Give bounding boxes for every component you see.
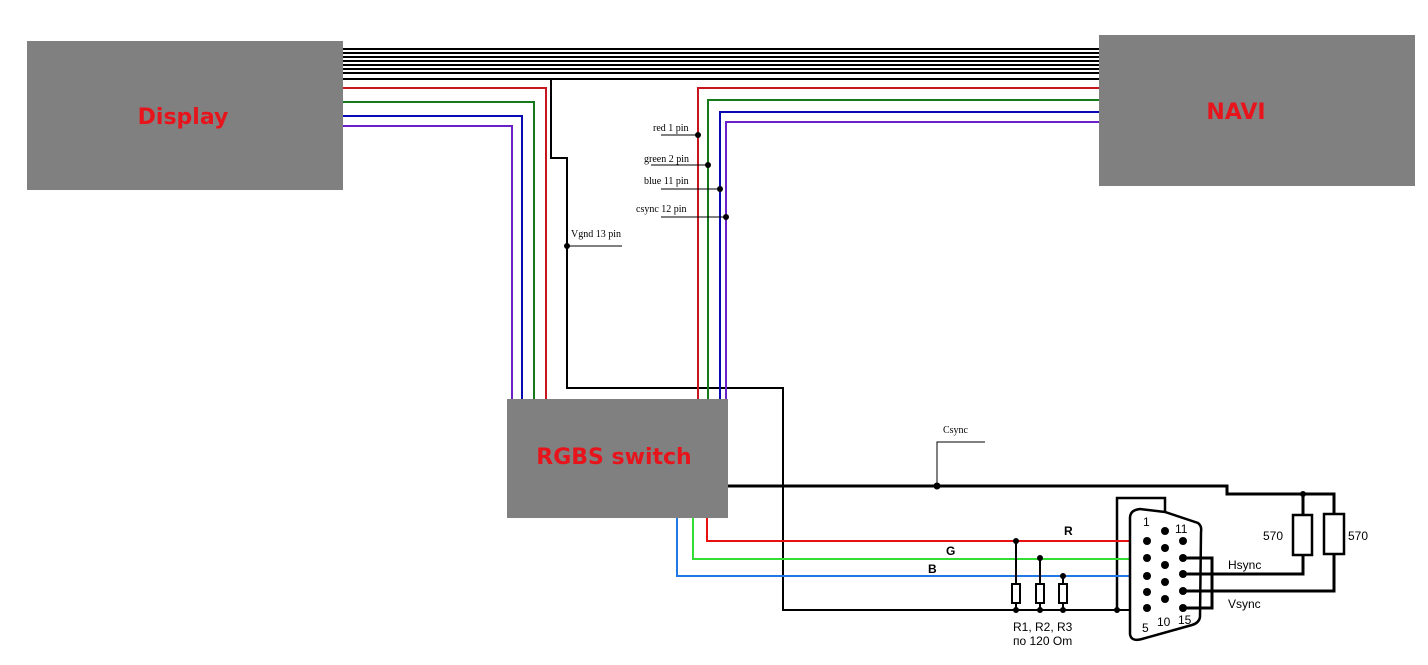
pin-label-leaders <box>567 134 726 247</box>
csync-label: Csync <box>943 425 969 436</box>
csync-pin-label: csync 12 pin <box>636 204 687 215</box>
pullup-1-label: 570 <box>1263 529 1283 543</box>
rgbs-switch-label: RGBS switch <box>536 445 691 470</box>
termination-resistors <box>1011 541 1068 610</box>
pin-15-label: 15 <box>1178 613 1192 627</box>
display-rgb-wires <box>343 87 547 399</box>
pin-10-label: 10 <box>1157 615 1171 629</box>
vgnd-pin-label: Vgnd 13 pin <box>571 229 621 240</box>
r-label: R <box>1064 524 1073 538</box>
csync-wire <box>728 484 1336 514</box>
navi-rgb-wires <box>697 87 1099 399</box>
black-wire-bundle <box>343 48 1099 80</box>
navi-block: NAVI <box>1099 35 1415 186</box>
ground-wire <box>550 79 1146 611</box>
pullup-2-label: 570 <box>1348 529 1368 543</box>
rgbs-switch-block: RGBS switch <box>507 399 728 518</box>
b-label: B <box>928 562 937 576</box>
pin-5-label: 5 <box>1142 621 1149 635</box>
green-pin-label: green 2 pin <box>644 154 689 165</box>
vsync-label: Vsync <box>1228 597 1261 611</box>
display-block: Display <box>27 41 343 190</box>
blue-pin-label: blue 11 pin <box>644 176 689 187</box>
display-label: Display <box>138 105 229 130</box>
g-label: G <box>946 544 955 558</box>
resistor-value: по 120 Om <box>1013 634 1072 648</box>
sync-wires <box>1183 554 1336 610</box>
red-pin-label: red 1 pin <box>653 123 689 134</box>
pullup-resistors <box>1291 512 1346 557</box>
resistor-label: R1, R2, R3 <box>1013 620 1073 634</box>
vga-rgb-wires <box>676 518 1147 577</box>
resistor-junctions <box>1013 538 1120 613</box>
navi-label: NAVI <box>1206 100 1265 125</box>
junction-dots <box>564 132 729 249</box>
hsync-label: Hsync <box>1228 558 1261 572</box>
pin-11-label: 11 <box>1175 522 1188 536</box>
pin-1-label: 1 <box>1143 515 1150 529</box>
